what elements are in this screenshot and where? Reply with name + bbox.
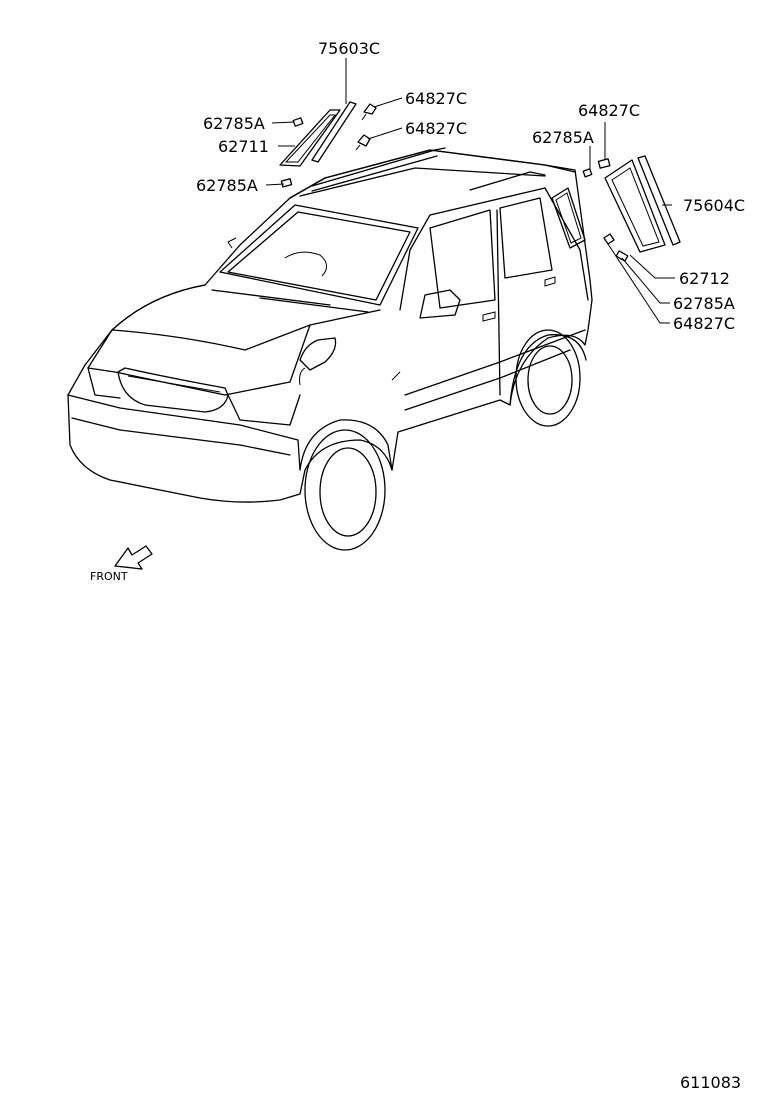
callout-62711: 62711	[218, 137, 269, 156]
callout-64827C-right-top: 64827C	[578, 101, 640, 120]
left-quarter-glass-parts	[279, 101, 377, 188]
callout-62785A-right-top: 62785A	[532, 128, 594, 147]
right-leader-lines	[589, 122, 675, 324]
front-label: FRONT	[90, 570, 128, 583]
callout-64827C-upper: 64827C	[405, 89, 467, 108]
callout-62785A-lower-left: 62785A	[196, 176, 258, 195]
vehicle-illustration	[67, 147, 593, 551]
callout-75603C: 75603C	[318, 39, 380, 58]
left-leader-lines	[265, 58, 403, 186]
callout-64827C-right-bottom: 64827C	[673, 314, 735, 333]
callout-62785A-upper-left: 62785A	[203, 114, 265, 133]
right-quarter-glass-parts	[582, 155, 681, 262]
figure-number: 611083	[680, 1073, 741, 1092]
callout-75604C: 75604C	[683, 196, 745, 215]
callout-62785A-right-bottom: 62785A	[673, 294, 735, 313]
callout-64827C-middle: 64827C	[405, 119, 467, 138]
front-direction-arrow-icon	[114, 545, 153, 570]
callout-62712: 62712	[679, 269, 730, 288]
